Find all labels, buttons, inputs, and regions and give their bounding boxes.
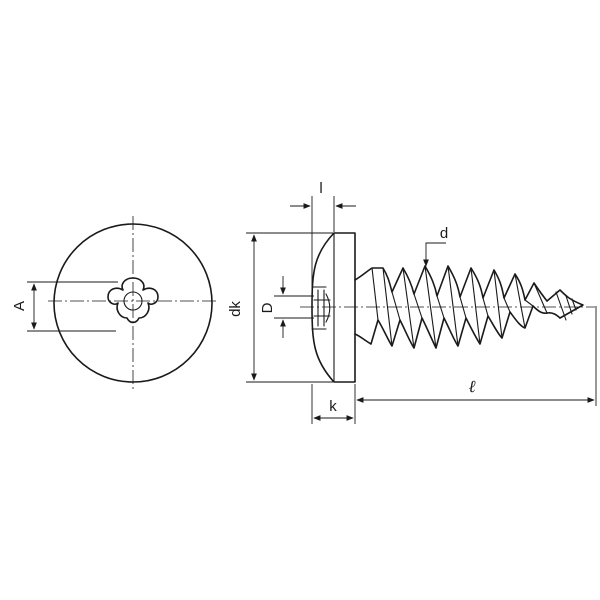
dimension-d: d bbox=[423, 225, 448, 267]
dimension-l: l bbox=[290, 180, 356, 296]
dimension-length: ℓ bbox=[356, 306, 597, 406]
dim-A-label: A bbox=[11, 301, 28, 311]
dim-D-label: D bbox=[259, 302, 276, 313]
dimension-k: k bbox=[311, 384, 356, 424]
dim-k-label: k bbox=[329, 398, 337, 415]
screw-tip-lines bbox=[555, 291, 577, 321]
screw-side-view bbox=[300, 232, 595, 383]
dim-d-leader bbox=[423, 242, 446, 267]
shank-outline-bottom bbox=[354, 305, 548, 349]
dimension-A: A bbox=[11, 281, 118, 332]
screw-tip bbox=[546, 289, 584, 319]
head-front-view bbox=[48, 216, 218, 390]
recess-side-section bbox=[311, 286, 331, 330]
dimension-dk: dk bbox=[227, 232, 333, 383]
dim-d-label: d bbox=[440, 225, 448, 242]
dim-l-label: l bbox=[319, 180, 322, 197]
dimension-D: D bbox=[259, 276, 314, 338]
head-dome-outline bbox=[311, 232, 356, 383]
dim-dk-label: dk bbox=[227, 301, 244, 317]
dim-length-label: ℓ bbox=[468, 377, 475, 396]
shank-outline bbox=[354, 265, 548, 302]
